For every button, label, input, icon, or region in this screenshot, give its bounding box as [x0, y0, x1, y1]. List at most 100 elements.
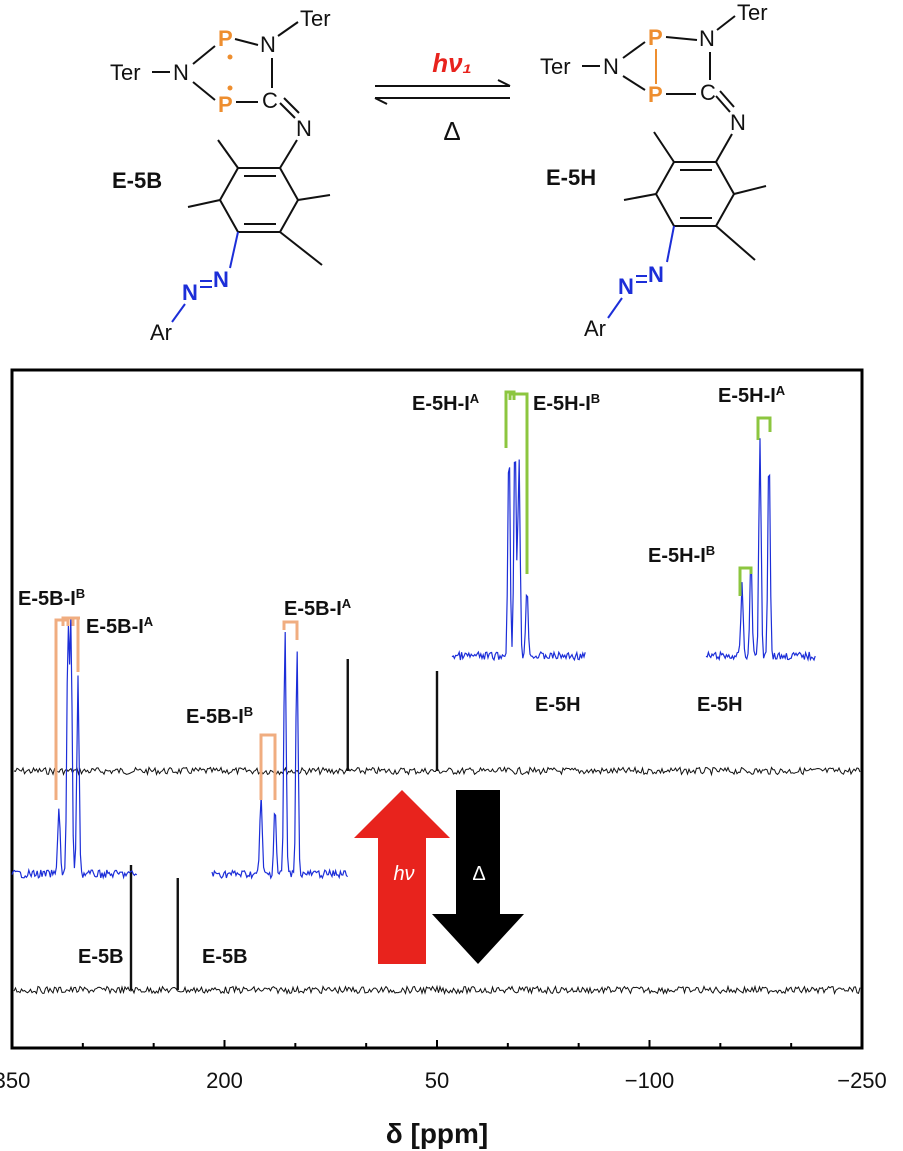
bond: [277, 21, 299, 37]
inset-trace: [211, 631, 349, 880]
atom-n-azo: N: [182, 280, 198, 305]
atom-ter-left: Ter: [540, 54, 571, 79]
methyl: [297, 194, 331, 201]
label-superscript: A: [342, 596, 352, 611]
label-superscript: A: [144, 614, 154, 629]
methyl: [279, 231, 323, 266]
label-superscript: B: [591, 391, 600, 406]
atom-p-bottom: P: [648, 82, 663, 107]
inset-trace: [705, 438, 816, 662]
label-superscript: A: [470, 391, 480, 406]
hv-up-arrow: [354, 790, 450, 964]
assignment-bracket: [738, 566, 753, 596]
peak-label-e5h-right: E-5H: [697, 694, 743, 716]
inset-spectra: [11, 438, 816, 880]
label-text: E-5B-I: [86, 616, 144, 638]
label-superscript: B: [76, 586, 85, 601]
atom-n-azo: N: [618, 274, 634, 299]
bond: [719, 90, 735, 108]
aryl-ring: [654, 161, 736, 227]
bond-azo: [229, 231, 239, 269]
inset-trace: [451, 459, 586, 662]
label-text: E-5H-I: [533, 393, 591, 415]
x-tick-label: 200: [206, 1068, 243, 1093]
bond: [279, 139, 298, 169]
label-superscript: A: [776, 383, 786, 398]
x-axis-label: δ [ppm]: [386, 1118, 489, 1149]
assignment-bracket: [756, 416, 772, 440]
compound-label-e5b: E-5B: [112, 168, 162, 193]
atom-p-bottom: P: [218, 92, 233, 117]
radical-dot: [227, 85, 233, 91]
bond-azo-ar: [607, 297, 623, 319]
x-tick-label: 350: [0, 1068, 30, 1093]
forward-arrowhead: [497, 79, 511, 87]
atom-c: C: [700, 80, 716, 105]
label-text: E-5H-I: [648, 545, 706, 567]
delta-down-arrow: [432, 790, 524, 964]
bond: [283, 97, 300, 114]
label-text: E-5B-I: [18, 588, 76, 610]
atom-ter-top: Ter: [300, 6, 331, 31]
assignment-bracket: [61, 616, 80, 672]
aryl-ring: [218, 167, 300, 233]
inset-label-e5h-b-right: E-5H-IB: [648, 543, 715, 568]
inset-trace: [11, 617, 138, 880]
inset-label-e5b-a-right: E-5B-IA: [284, 596, 352, 621]
nmr-chart: 35020050−100−250 δ [ppm] E-5B E-5B E-5H …: [0, 368, 887, 1149]
bond: [192, 81, 216, 101]
atom-n-azo: N: [648, 262, 664, 287]
forward-label: hν₁: [432, 48, 472, 78]
label-text: E-5B-I: [186, 706, 244, 728]
peak-label-e5h-left: E-5H: [535, 694, 581, 716]
methyl: [715, 225, 756, 261]
atom-p-top: P: [218, 26, 233, 51]
atom-n-azo: N: [213, 267, 229, 292]
bond: [192, 45, 216, 65]
compound-label-e5h: E-5H: [546, 165, 596, 190]
bond: [715, 95, 731, 113]
bond-azo-ar: [171, 303, 186, 323]
bond: [234, 38, 259, 46]
assignment-bracket: [282, 620, 299, 640]
atom-ar: Ar: [584, 316, 606, 341]
assignment-bracket: [259, 733, 277, 800]
atom-n: N: [173, 60, 189, 85]
methyl: [653, 131, 675, 163]
bond: [665, 36, 698, 41]
label-text: E-5H-I: [718, 385, 776, 407]
peak-label-e5b-left: E-5B: [78, 946, 124, 968]
label-text: E-5B-I: [284, 598, 342, 620]
spectrum-baseline: [13, 984, 861, 996]
x-tick-label: −250: [837, 1068, 887, 1093]
atom-ar: Ar: [150, 320, 172, 345]
label-superscript: B: [706, 543, 715, 558]
bond: [622, 75, 646, 91]
switch-arrows: hν Δ: [354, 790, 524, 964]
inset-label-e5h-a-left: E-5H-IA: [412, 391, 480, 416]
assignment-brackets: [54, 390, 772, 800]
methyl: [733, 185, 767, 195]
label-superscript: B: [244, 704, 253, 719]
atom-n-imine: N: [296, 116, 312, 141]
atom-p-top: P: [648, 25, 663, 50]
molecule-e5b: Ter N P P N Ter C N: [110, 6, 331, 345]
reaction-scheme: Ter N P P N Ter C N: [110, 0, 768, 345]
methyl: [187, 199, 221, 208]
delta-arrow-label: Δ: [472, 863, 485, 885]
atom-n: N: [603, 54, 619, 79]
x-tick-label: −100: [625, 1068, 675, 1093]
reverse-label: Δ: [443, 116, 460, 146]
bond: [279, 102, 296, 119]
molecule-e5h: Ter N P P N Ter C N: [540, 0, 768, 341]
inset-label-e5h-a-right: E-5H-IA: [718, 383, 786, 408]
bond-azo: [666, 225, 675, 263]
reverse-arrowhead: [374, 97, 388, 105]
x-tick-label: 50: [425, 1068, 449, 1093]
methyl: [217, 139, 239, 169]
atom-ter-top: Ter: [737, 0, 768, 25]
assignment-bracket: [508, 392, 529, 574]
bond: [622, 41, 646, 59]
x-axis: 350 200 50 −100 −250: [0, 1040, 887, 1093]
